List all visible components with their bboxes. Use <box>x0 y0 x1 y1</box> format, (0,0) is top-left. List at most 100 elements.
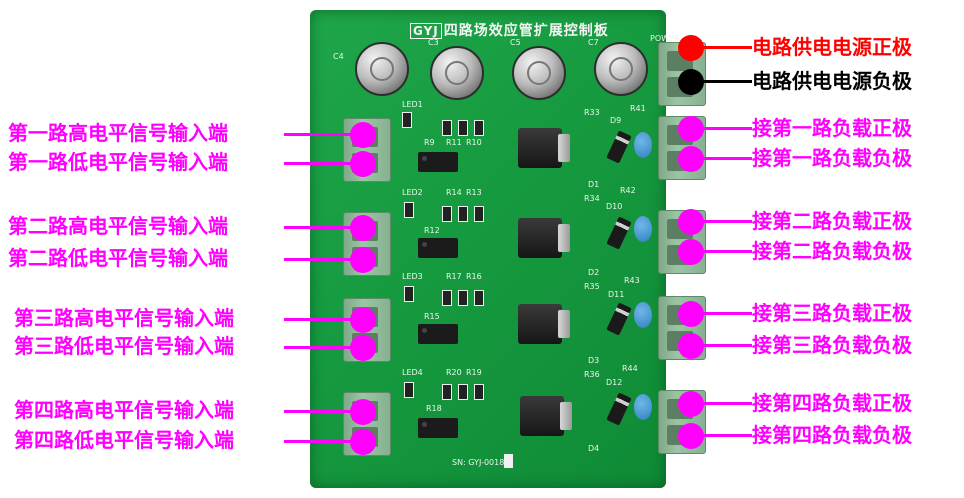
output-marker-dot <box>678 239 704 265</box>
power-negative-label: 电路供电电源负极 <box>752 69 912 93</box>
leader-line <box>284 226 360 229</box>
mosfet-transistor <box>518 218 570 258</box>
silk-resistor-label: R14 <box>446 188 462 197</box>
output-marker-dot <box>678 333 704 359</box>
leader-line <box>692 434 752 437</box>
silk-diode-label: D10 <box>606 202 623 211</box>
silk-resistor-label: R33 <box>584 108 600 117</box>
power-negative-marker-dot <box>678 69 704 95</box>
smd-resistor <box>442 290 452 306</box>
output-marker-dot <box>678 301 704 327</box>
leader-line <box>284 440 360 443</box>
silk-out-label: OUT4 <box>674 372 708 385</box>
input-label: 第四路低电平信号输入端 <box>14 428 234 452</box>
ceramic-capacitor <box>634 302 652 328</box>
silk-resistor-label: R34 <box>584 194 600 203</box>
power-positive-label: 电路供电电源正极 <box>752 35 912 59</box>
input-marker-dot <box>350 151 376 177</box>
ceramic-capacitor <box>634 394 652 420</box>
input-marker-dot <box>350 335 376 361</box>
input-marker-dot <box>350 247 376 273</box>
silk-out-label: OUT3 <box>674 282 708 295</box>
silk-resistor-label: R18 <box>426 404 442 413</box>
output-label: 接第二路负载负极 <box>752 239 912 263</box>
silk-diode-label: D1 <box>588 180 600 189</box>
output-label: 接第一路负载负极 <box>752 146 912 170</box>
serial-marker <box>504 454 513 468</box>
output-marker-dot <box>678 116 704 142</box>
smd-resistor <box>474 384 484 400</box>
output-label: 接第三路负载负极 <box>752 333 912 357</box>
leader-line <box>284 410 360 413</box>
silk-resistor-label: R12 <box>424 226 440 235</box>
power-positive-marker-dot <box>678 35 704 61</box>
optocoupler <box>418 238 458 258</box>
mosfet-transistor <box>518 304 570 344</box>
silk-resistor-label: R20 <box>446 368 462 377</box>
output-label: 接第四路负载负极 <box>752 423 912 447</box>
silk-diode-label: D9 <box>610 116 622 125</box>
leader-line <box>692 250 752 253</box>
input-label: 第一路低电平信号输入端 <box>8 150 228 174</box>
silk-resistor-label: R42 <box>620 186 636 195</box>
leader-line <box>692 46 752 49</box>
electrolytic-capacitor <box>430 46 484 100</box>
output-label: 接第一路负载正极 <box>752 116 912 140</box>
silk-resistor-label: R41 <box>630 104 646 113</box>
board-title-badge: GYJ <box>410 23 442 39</box>
silk-resistor-label: R9 <box>424 138 435 147</box>
smd-resistor <box>474 120 484 136</box>
silk-cap-label: C5 <box>510 38 521 47</box>
silk-out-label: OUT1 <box>674 104 708 117</box>
silk-diode-label: D12 <box>606 378 623 387</box>
leader-line <box>284 133 360 136</box>
smd-resistor <box>404 202 414 218</box>
leader-line <box>284 318 360 321</box>
input-label: 第一路高电平信号输入端 <box>8 121 228 145</box>
input-marker-dot <box>350 399 376 425</box>
smd-resistor <box>458 384 468 400</box>
silk-resistor-label: R36 <box>584 370 600 379</box>
smd-resistor <box>402 112 412 128</box>
silk-resistor-label: R17 <box>446 272 462 281</box>
leader-line <box>284 258 360 261</box>
silk-resistor-label: R44 <box>622 364 638 373</box>
input-marker-dot <box>350 215 376 241</box>
input-marker-dot <box>350 122 376 148</box>
board-title-text: 四路场效应管扩展控制板 <box>443 23 609 39</box>
leader-line <box>284 346 360 349</box>
output-marker-dot <box>678 391 704 417</box>
input-label: 第二路低电平信号输入端 <box>8 246 228 270</box>
silk-resistor-label: R35 <box>584 282 600 291</box>
output-label: 接第二路负载正极 <box>752 209 912 233</box>
silk-led-label: LED1 <box>402 100 423 109</box>
output-label: 接第三路负载正极 <box>752 301 912 325</box>
smd-resistor <box>458 206 468 222</box>
smd-resistor <box>474 290 484 306</box>
silk-led-label: LED4 <box>402 368 423 377</box>
output-label: 接第四路负载正极 <box>752 391 912 415</box>
silk-resistor-label: R43 <box>624 276 640 285</box>
silk-diode-label: D2 <box>588 268 600 277</box>
silk-diode-label: D11 <box>608 290 625 299</box>
smd-resistor <box>474 206 484 222</box>
silk-cap-label: C3 <box>428 38 439 47</box>
optocoupler <box>418 152 458 172</box>
silk-diode-label: D3 <box>588 356 600 365</box>
leader-line <box>692 402 752 405</box>
input-label: 第三路高电平信号输入端 <box>14 306 234 330</box>
smd-resistor <box>442 384 452 400</box>
leader-line <box>692 80 752 83</box>
leader-line <box>284 162 360 165</box>
input-marker-dot <box>350 429 376 455</box>
leader-line <box>692 157 752 160</box>
leader-line <box>692 344 752 347</box>
silk-cap-label: C7 <box>588 38 599 47</box>
optocoupler <box>418 324 458 344</box>
leader-line <box>692 312 752 315</box>
leader-line <box>692 220 752 223</box>
smd-resistor <box>404 286 414 302</box>
input-label: 第四路高电平信号输入端 <box>14 398 234 422</box>
